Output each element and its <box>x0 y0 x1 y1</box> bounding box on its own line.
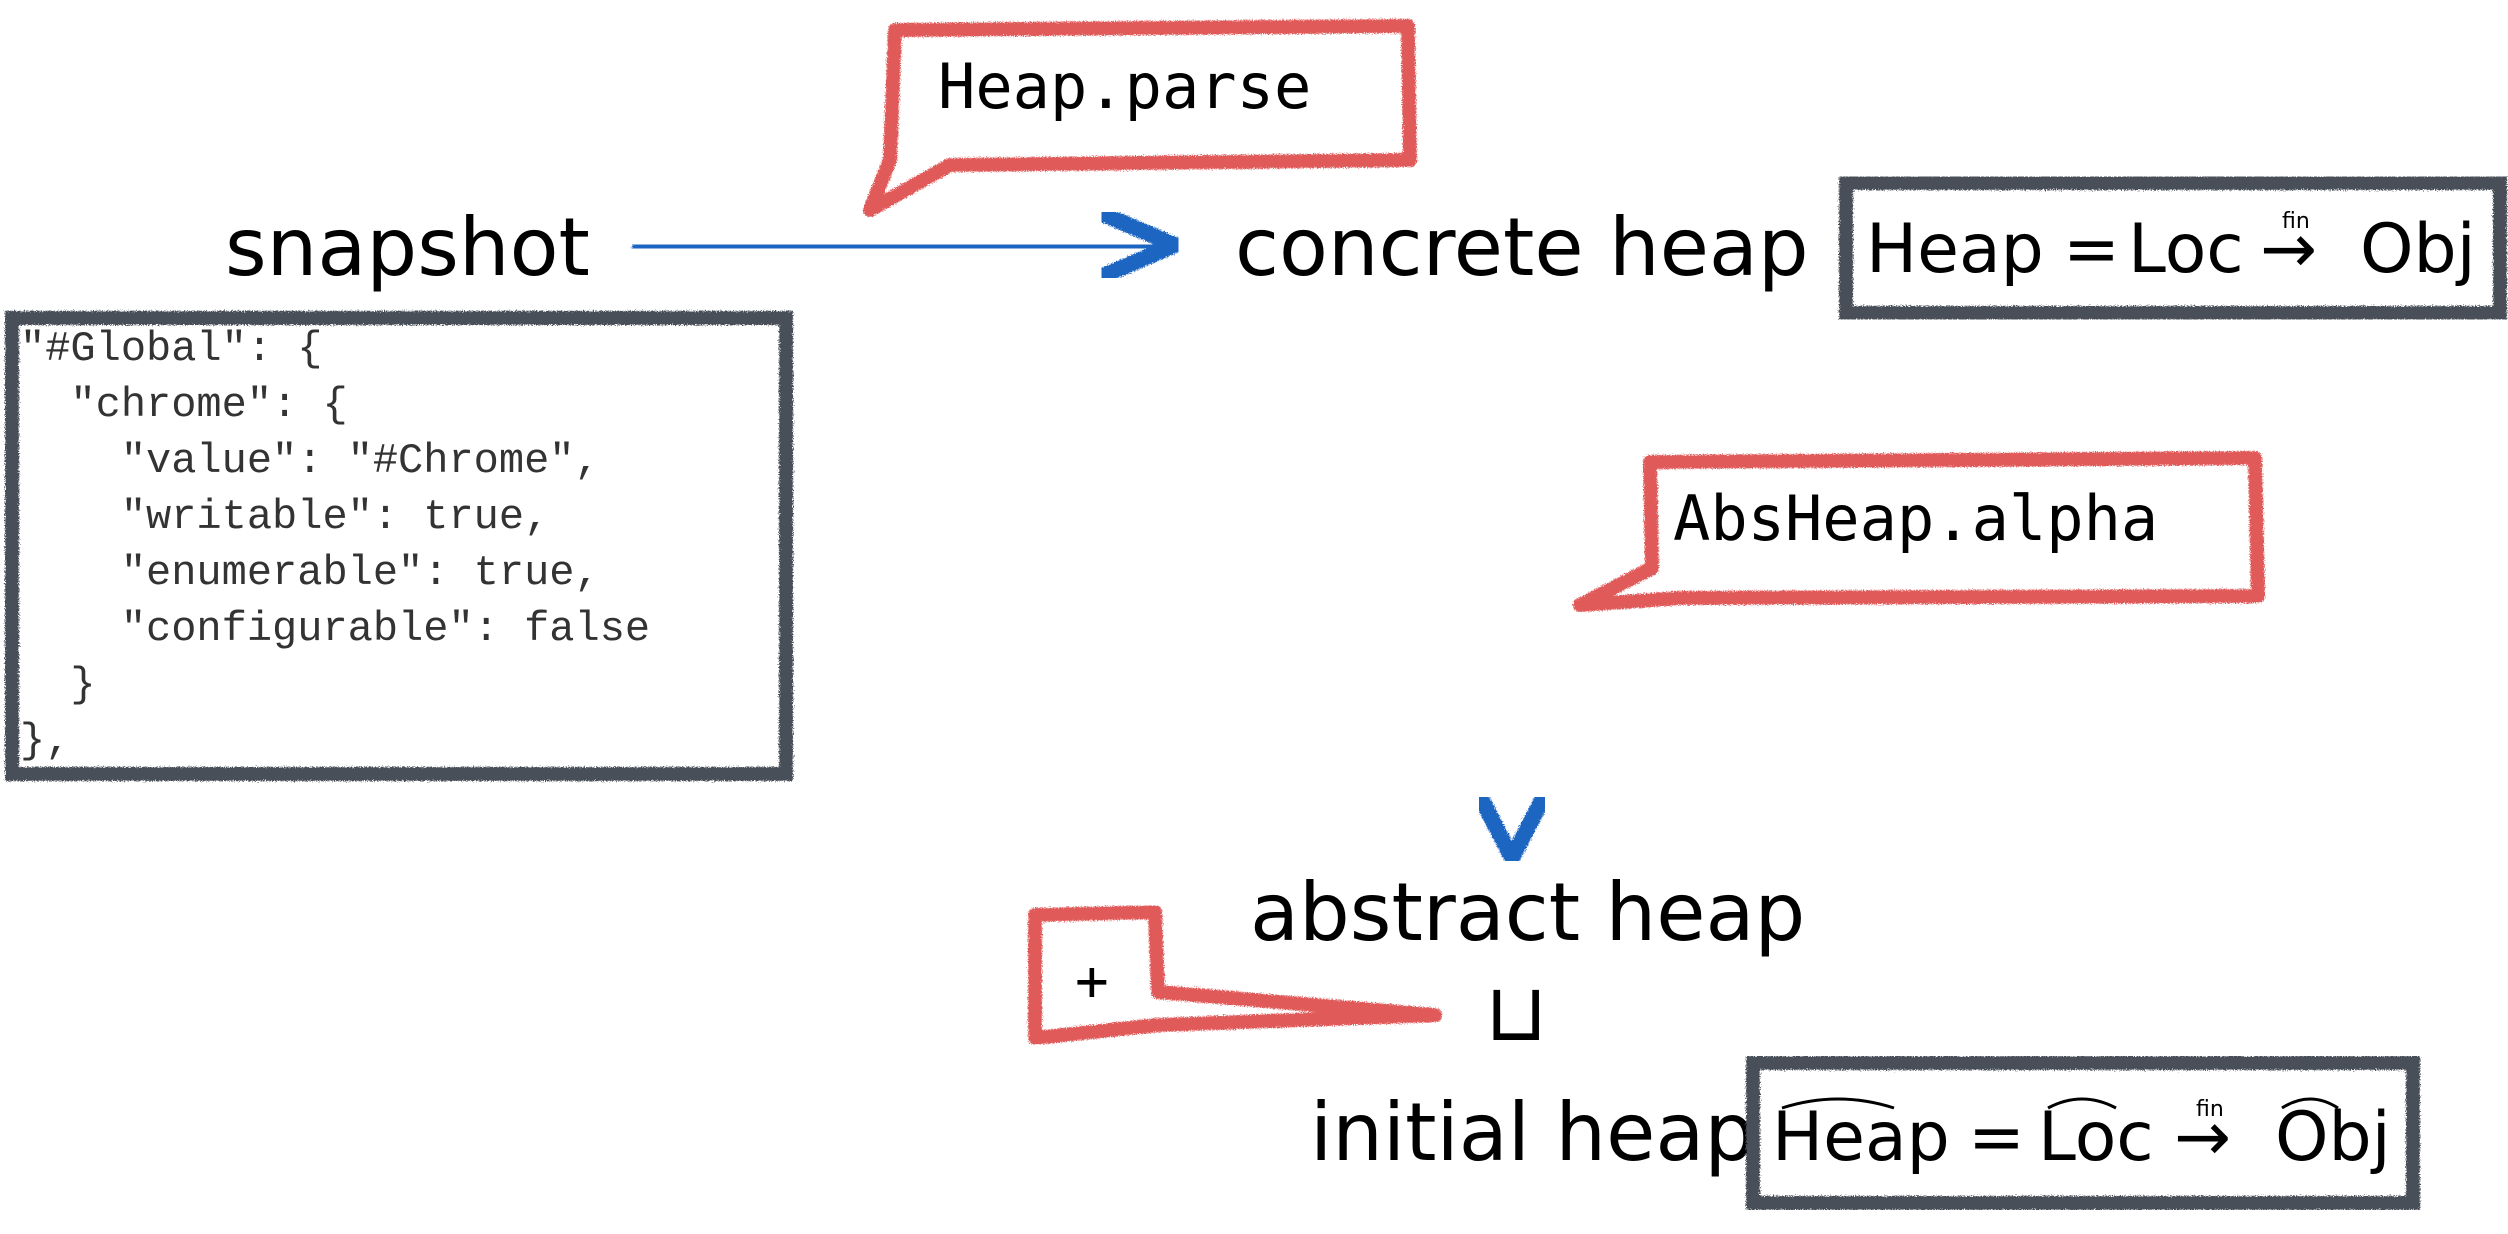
concrete-heap-label: concrete heap <box>1235 201 1809 294</box>
snapshot-code-box: "#Global": { "chrome": { "value": "#Chro… <box>5 311 793 781</box>
code-line: "enumerable": true, <box>20 549 600 597</box>
alpha-arrow <box>1474 317 1550 866</box>
heap-parse-callout: Heap.parse <box>863 19 1417 217</box>
absheap-alpha-callout-shape <box>1573 451 2265 612</box>
concrete-heap-formula-box: Heap = Loc fin → Obj <box>1839 176 2507 320</box>
abstract-heap-formula-obj: Obj <box>2275 1098 2391 1177</box>
code-line: "value": "#Chrome", <box>20 437 600 485</box>
join-symbol: ⊔ <box>1485 966 1547 1059</box>
concrete-heap-formula-frame <box>1839 176 2507 320</box>
abstract-heap-label: abstract heap <box>1250 866 1805 959</box>
concrete-heap-formula-eq: = <box>2063 210 2120 289</box>
abstract-heap-formula-fin: fin <box>2196 1097 2224 1122</box>
loc-hat-icon <box>2047 1097 2117 1110</box>
heap-parse-callout-shape <box>863 19 1417 217</box>
abstract-heap-formula-loc: Loc <box>2038 1098 2154 1177</box>
code-line: } <box>20 661 96 709</box>
snapshot-label: snapshot <box>225 201 590 294</box>
concrete-heap-formula-arrow: → <box>2260 210 2317 289</box>
concrete-heap-formula-fin: fin <box>2282 209 2310 234</box>
code-line: }, <box>20 717 70 765</box>
concrete-heap-formula-loc: Loc <box>2128 210 2244 289</box>
initial-heap-label: initial heap <box>1310 1086 1755 1179</box>
abstract-heap-formula-arrow: → <box>2174 1098 2231 1177</box>
absheap-alpha-callout: AbsHeap.alpha <box>1573 451 2265 612</box>
code-line: "writable": true, <box>20 493 549 541</box>
parse-arrow-head <box>1097 207 1183 283</box>
parse-arrow <box>632 207 1183 283</box>
code-line: "chrome": { <box>20 381 348 429</box>
snapshot-code-frame <box>5 311 793 781</box>
plus-label: + <box>1075 949 1109 1014</box>
code-line: "configurable": false <box>20 605 650 653</box>
plus-callout: + <box>1028 905 1442 1045</box>
alpha-arrow-head <box>1474 792 1550 866</box>
concrete-heap-formula-obj: Obj <box>2360 210 2476 289</box>
obj-hat-icon <box>2281 1097 2339 1110</box>
concrete-heap-formula-heap: Heap <box>1866 210 2044 289</box>
abstract-heap-formula-eq: = <box>1968 1098 2025 1177</box>
abstract-heap-formula-box: Heap = Loc fin → Obj <box>1746 1056 2420 1210</box>
plus-callout-shape <box>1028 905 1442 1045</box>
heap-parse-label: Heap.parse <box>938 50 1311 123</box>
abstract-heap-formula-heap: Heap <box>1772 1098 1950 1177</box>
code-line: "#Global": { <box>20 325 322 373</box>
absheap-alpha-label: AbsHeap.alpha <box>1673 482 2158 555</box>
heap-hat-icon <box>1781 1097 1895 1110</box>
parse-arrow-shaft <box>632 237 1168 256</box>
abstract-heap-formula-frame <box>1746 1056 2420 1210</box>
